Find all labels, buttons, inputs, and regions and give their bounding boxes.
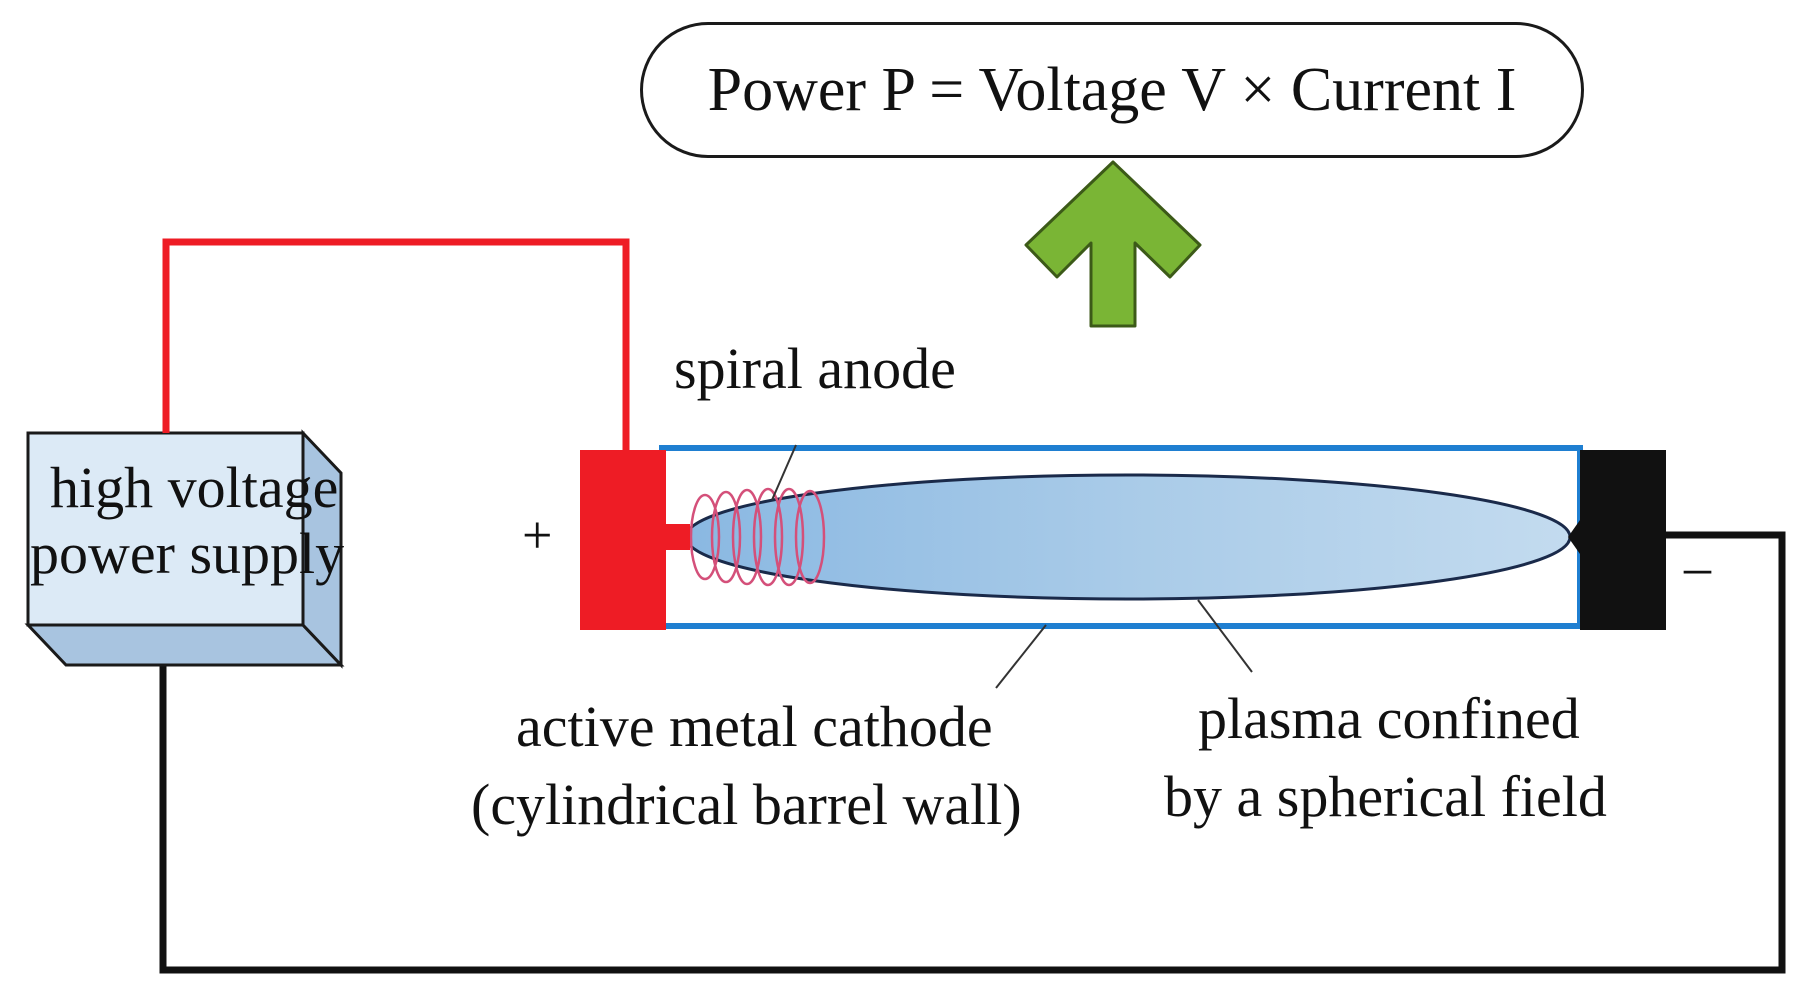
plasma-label-line2: by a spherical field xyxy=(1164,764,1607,829)
formula-box: Power P = Voltage V × Current I xyxy=(640,22,1584,158)
negative-terminal-sign: – xyxy=(1684,537,1711,597)
anode-terminal-block xyxy=(580,450,690,630)
cathode-leader xyxy=(995,624,1047,689)
power-supply-label-line2: power supply xyxy=(30,521,345,587)
power-supply-label: high voltage power supply xyxy=(30,455,344,587)
positive-terminal-sign: + xyxy=(522,505,553,565)
power-supply-label-line1: high voltage xyxy=(50,455,339,520)
formula-text: Power P = Voltage V × Current I xyxy=(707,55,1517,124)
plasma-leader xyxy=(1197,599,1253,673)
up-arrow-icon xyxy=(1024,160,1202,328)
spiral-anode-coil xyxy=(689,487,826,587)
negative-wire xyxy=(159,531,1786,974)
plasma-region xyxy=(684,473,1572,601)
spiral-anode-label: spiral anode xyxy=(674,336,956,401)
spiral-anode-leader xyxy=(771,444,797,501)
plasma-label-line1: plasma confined xyxy=(1198,686,1580,751)
cathode-label-line1: active metal cathode xyxy=(516,694,993,759)
cathode-label-line2: (cylindrical barrel wall) xyxy=(471,772,1022,837)
power-supply-box xyxy=(24,429,345,669)
positive-wire xyxy=(162,238,630,450)
cathode-terminal-block xyxy=(1568,450,1666,630)
